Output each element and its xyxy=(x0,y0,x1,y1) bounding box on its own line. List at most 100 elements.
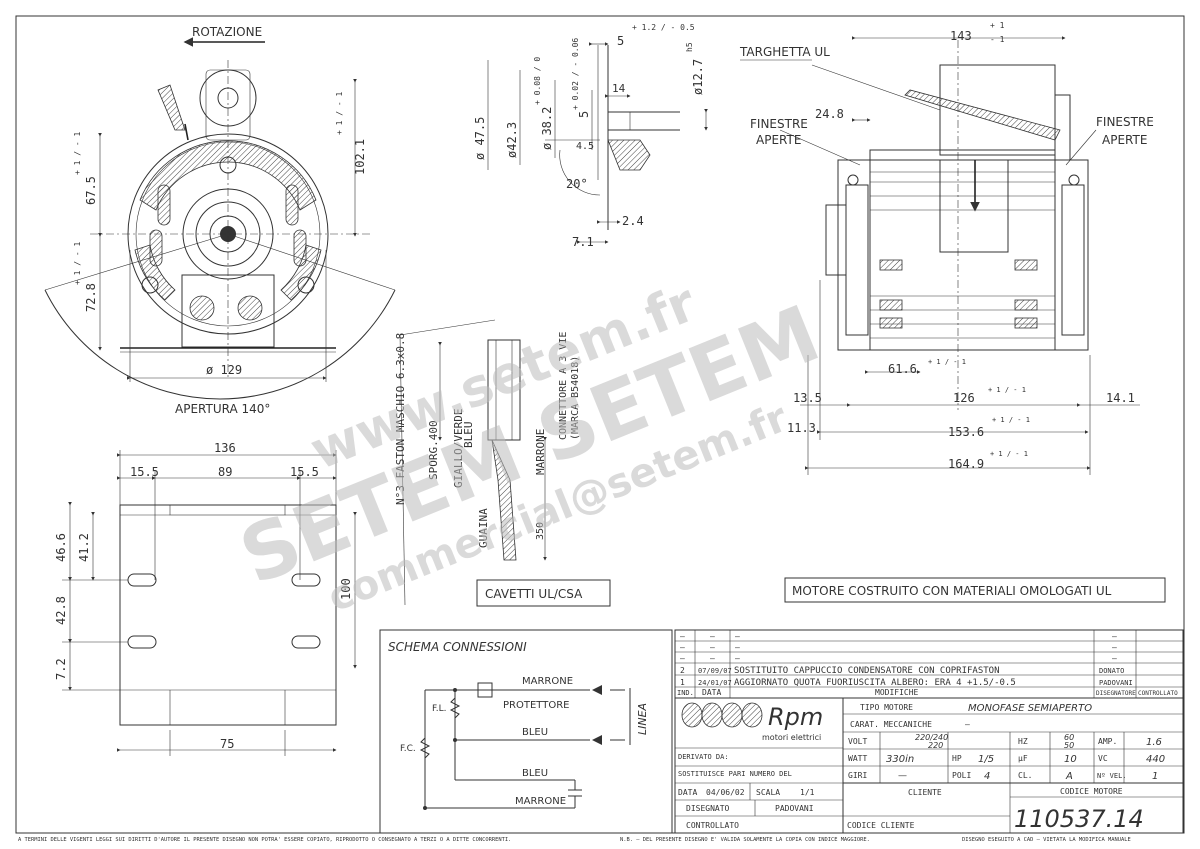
hz-value-2: 50 xyxy=(1064,741,1074,750)
dim-129: ø 129 xyxy=(206,363,242,377)
dim-46-6: 46.6 xyxy=(54,533,68,562)
vc-value: 440 xyxy=(1146,754,1165,765)
rev-dis-3: DONATO xyxy=(1099,667,1124,675)
dim-61-6: 61.6 xyxy=(888,362,917,376)
footer-note: N.B. – DEL PRESENTE DISEGNO E' VALIDA SO… xyxy=(620,837,870,843)
dim-47-5: ø 47.5 xyxy=(473,117,487,160)
open-windows-right-2: APERTE xyxy=(1102,133,1147,147)
dim-4-5: 4.5 xyxy=(576,141,594,152)
bleu-cable-label: BLEU xyxy=(462,422,475,449)
data-value: 04/06/02 xyxy=(706,788,745,797)
hdr-controllato: CONTROLLATO xyxy=(1138,690,1178,697)
uf-value: 10 xyxy=(1064,754,1077,765)
hz-label: HZ xyxy=(1018,737,1028,746)
codice-motore-label: CODICE MOTORE xyxy=(1060,787,1123,796)
dim-143-tol-m: - 1 xyxy=(990,35,1005,44)
dim-42-3: ø42.3 xyxy=(505,122,519,158)
dim-100: 100 xyxy=(339,578,353,600)
rev-data-3: 07/09/07 xyxy=(698,667,732,675)
rev-dis-0: – xyxy=(1112,632,1117,641)
dim-15-5-left: 15.5 xyxy=(130,465,159,479)
hz-value-1: 60 xyxy=(1064,733,1074,742)
hp-value: 1/5 xyxy=(978,754,994,765)
rev-ind-1: – xyxy=(680,643,685,652)
dim-2-4: 2.4 xyxy=(622,214,644,228)
title-block-grid xyxy=(674,629,1184,834)
codice-cliente-label: CODICE CLIENTE xyxy=(847,821,915,830)
bottom-view xyxy=(62,450,357,756)
watt-value: 330in xyxy=(886,754,914,765)
cl-label: CL. xyxy=(1018,771,1032,780)
dim-20: 20° xyxy=(566,177,588,191)
dim-5: 5 xyxy=(617,34,624,48)
dim-164-9-tol: + 1 / - 1 xyxy=(990,450,1028,458)
dim-102-1: 102.1 xyxy=(353,139,367,175)
schema-linea: LINEA xyxy=(636,703,649,735)
dim-24-8: 24.8 xyxy=(815,107,844,121)
dim-38-2: ø 38.2 xyxy=(540,107,554,150)
vc-label: VC xyxy=(1098,754,1108,763)
sporg-label: SPORG.400 xyxy=(427,420,440,480)
tipo-motore-value: MONOFASE SEMIAPERTO xyxy=(968,703,1092,714)
rev-data-1: – xyxy=(710,643,715,652)
rev-dis-4: PADOVANI xyxy=(1099,679,1133,687)
dim-153-6-tol: + 1 / - 1 xyxy=(992,416,1030,424)
derivato-label: DERIVATO DA: xyxy=(678,753,729,761)
poli-label: POLI xyxy=(952,771,971,780)
rev-ind-0: – xyxy=(680,632,685,641)
dim-61-6-tol: + 1 / - 1 xyxy=(928,358,966,366)
schema-protettore: PROTETTORE xyxy=(503,700,569,711)
dim-13-5: 13.5 xyxy=(793,391,822,405)
side-view xyxy=(740,36,1140,475)
dim-5-tol: + 1.2 / - 0.5 xyxy=(632,23,695,32)
disegnato-label: DISEGNATO xyxy=(686,804,730,813)
rev-data-0: – xyxy=(710,632,715,641)
hp-label: HP xyxy=(952,754,962,763)
brand-logo: Rpm xyxy=(768,703,823,731)
dim-67-5-tol: + 1 / - 1 xyxy=(73,131,82,175)
dim-14-1: 14.1 xyxy=(1106,391,1135,405)
open-windows-right-1: FINESTRE xyxy=(1096,115,1154,129)
volt-label: VOLT xyxy=(848,737,867,746)
dim-89: 89 xyxy=(218,465,232,479)
nvel-label: Nº VEL. xyxy=(1097,772,1127,780)
rev-dis-1: – xyxy=(1112,643,1117,652)
dim-75: 75 xyxy=(220,737,234,751)
dim-350: 350 xyxy=(535,522,546,540)
dim-41-2: 41.2 xyxy=(77,533,91,562)
dim-153-6: 153.6 xyxy=(948,425,984,439)
carat-label: CARAT. MECCANICHE xyxy=(850,720,932,729)
hdr-disegnatore: DISEGNATORE xyxy=(1096,690,1136,697)
dim-15-5-right: 15.5 xyxy=(290,465,319,479)
scala-value: 1/1 xyxy=(800,788,815,797)
schema-marrone-2: MARRONE xyxy=(515,796,566,807)
cables-label: CAVETTI UL/CSA xyxy=(485,587,583,601)
schema-fl: F.L. xyxy=(432,704,446,714)
schema-box xyxy=(379,629,673,834)
nvel-value: 1 xyxy=(1152,771,1158,782)
scala-label: SCALA xyxy=(756,788,780,797)
dim-38-2-tol: + 0.08 / 0 xyxy=(533,57,542,105)
giri-label: GIRI xyxy=(848,771,867,780)
volt-value-1: 220/240 xyxy=(915,733,948,742)
open-windows-left-1: FINESTRE xyxy=(750,117,808,131)
brand-sub: motori elettrici xyxy=(762,733,821,742)
rev-desc-3: SOSTITUITO CAPPUCCIO CONDENSATORE CON CO… xyxy=(734,666,1000,676)
giri-value: — xyxy=(898,771,907,781)
rev-data-2: – xyxy=(710,654,715,663)
guaina-label: GUAINA xyxy=(477,508,490,548)
dim-67-5: 67.5 xyxy=(84,176,98,205)
codice-motore-value: 110537.14 xyxy=(1014,805,1144,833)
rev-ind-4: 1 xyxy=(680,678,685,687)
rev-desc-0: – xyxy=(735,632,740,641)
tipo-motore-label: TIPO MOTORE xyxy=(860,703,913,712)
schema-fc: F.C. xyxy=(400,744,416,754)
schema-bleu-2: BLEU xyxy=(522,768,548,779)
dim-11-3: 11.3 xyxy=(787,421,816,435)
ul-note-box xyxy=(784,577,1166,603)
schema-bleu: BLEU xyxy=(522,727,548,738)
cliente-label: CLIENTE xyxy=(908,788,942,797)
sostituisce-label: SOSTITUISCE PARI NUMERO DEL xyxy=(678,770,792,778)
poli-value: 4 xyxy=(984,771,990,782)
